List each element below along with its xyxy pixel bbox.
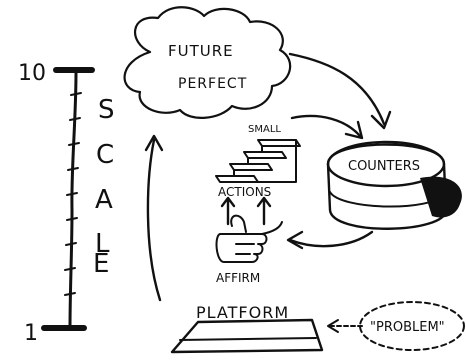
- scale-letter-e: E: [93, 249, 109, 279]
- platform: PLATFORM: [170, 303, 324, 354]
- scale-tick: [68, 142, 80, 146]
- arrow-head-icon: [327, 319, 339, 333]
- arrow-cloud-to-counters: [288, 52, 386, 126]
- scale: 10 1 S C A L E: [18, 61, 115, 346]
- scale-letter-a: A: [95, 185, 113, 215]
- arrow-head-icon: [370, 110, 392, 130]
- counters-top: [326, 140, 446, 188]
- stairs-top-label: SMALL: [248, 124, 281, 135]
- affirm-label: AFFIRM: [216, 271, 260, 285]
- scale-tick: [70, 92, 82, 96]
- problem: "PROBLEM": [327, 301, 465, 351]
- arrow-head-icon: [344, 120, 364, 140]
- cloud-shape: [123, 6, 292, 119]
- cloud-line2: PERFECT: [178, 76, 247, 92]
- counters-label: COUNTERS: [348, 159, 420, 174]
- small-actions-stairs: SMALL ACTIONS: [215, 124, 301, 199]
- counters-body: [326, 143, 448, 230]
- up-arrows: [220, 196, 272, 226]
- scale-tick: [65, 242, 77, 246]
- flow-arrows: [144, 52, 392, 302]
- up-arrow-icon: [256, 196, 272, 226]
- counters-band: [329, 191, 445, 208]
- scale-tick: [69, 117, 81, 121]
- scale-ticks: [64, 92, 82, 296]
- stair-step: [243, 151, 287, 165]
- platform-label: PLATFORM: [196, 303, 289, 322]
- scale-top-value: 10: [18, 61, 46, 86]
- arrow-stairs-to-counters: [290, 114, 362, 138]
- scale-tick: [64, 292, 76, 296]
- stairs-bottom-label: ACTIONS: [218, 185, 271, 199]
- stair-step: [229, 163, 273, 177]
- arrow-head-icon: [286, 230, 304, 250]
- scale-letter-l: L: [95, 229, 110, 259]
- scale-letter-s: S: [98, 95, 115, 125]
- arrow-platform-to-cloud: [146, 138, 162, 302]
- counters-stack: COUNTERS: [326, 140, 462, 230]
- thumbs-up-icon: [215, 214, 283, 263]
- arrow-counters-to-affirm: [288, 230, 374, 248]
- problem-label: "PROBLEM": [370, 320, 445, 335]
- scale-tick: [66, 217, 78, 221]
- arrow-head-icon: [144, 134, 164, 152]
- affirm-group: AFFIRM: [215, 214, 283, 285]
- platform-top-line: [179, 337, 317, 341]
- stair-step: [215, 175, 259, 183]
- future-perfect-cloud: FUTURE PERFECT: [123, 6, 292, 119]
- stairs-side: [257, 139, 297, 183]
- scale-bottom-value: 1: [24, 321, 38, 346]
- scale-tick: [66, 192, 78, 196]
- platform-block: [170, 318, 324, 354]
- problem-dashed-outline: [359, 301, 465, 351]
- scale-tick: [67, 167, 79, 171]
- stair-step: [257, 139, 301, 153]
- scale-tick: [64, 267, 76, 271]
- scale-axis: [68, 70, 78, 330]
- up-arrow-icon: [220, 196, 236, 226]
- scale-letter-c: C: [96, 140, 114, 170]
- cloud-line1: FUTURE: [168, 42, 234, 60]
